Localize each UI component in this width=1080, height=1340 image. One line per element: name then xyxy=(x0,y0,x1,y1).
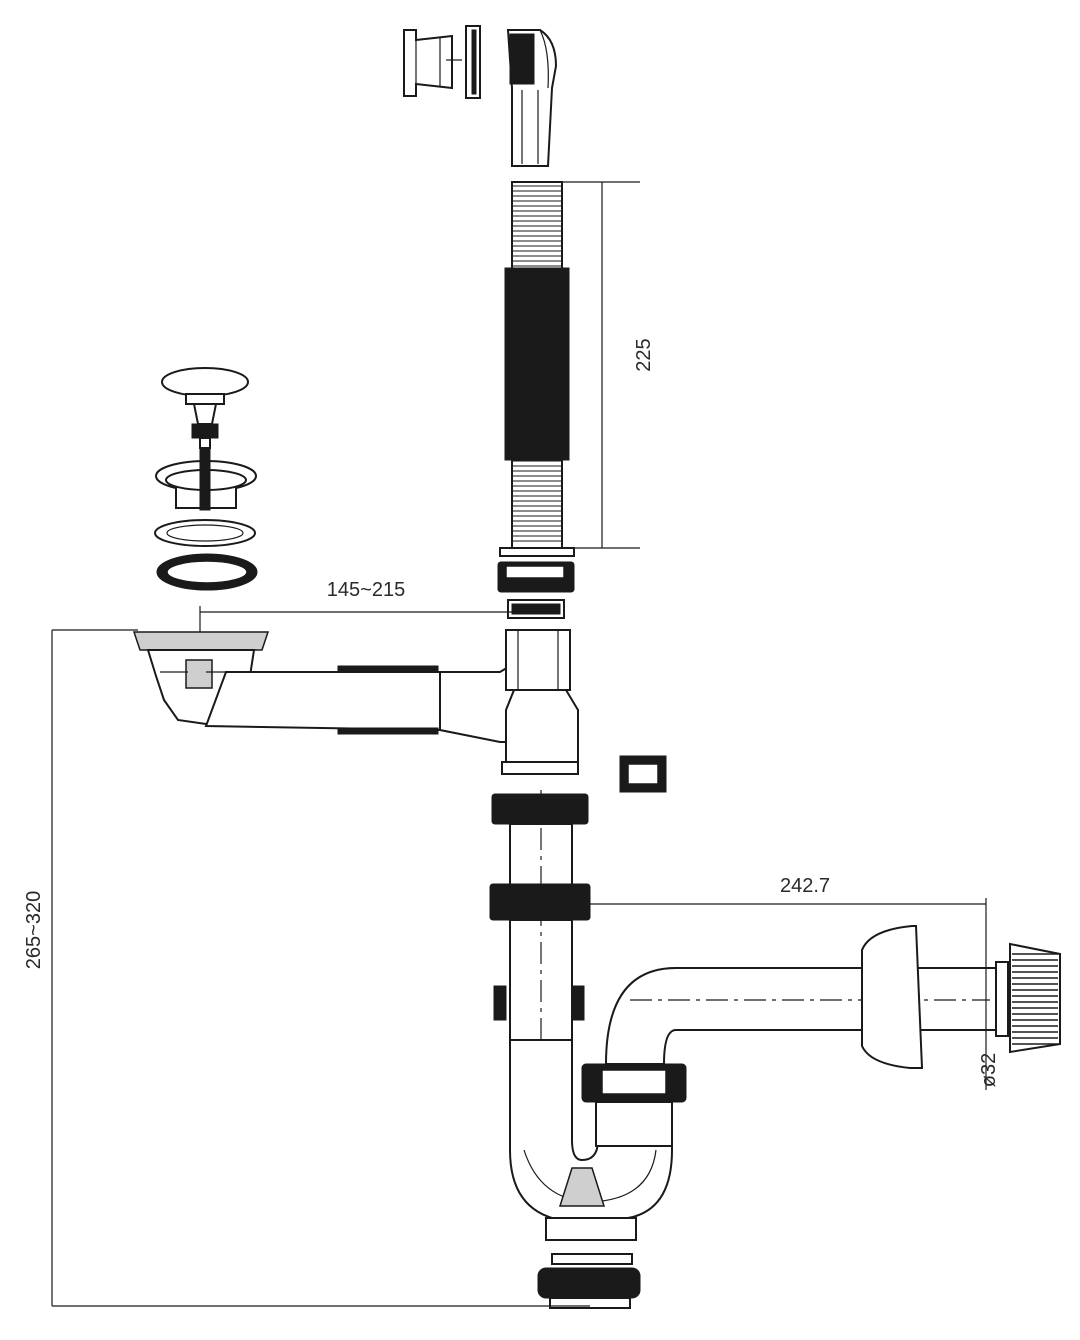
elbow-connector-part xyxy=(506,29,558,167)
wall-nut-part xyxy=(403,29,462,97)
sink-washer-part xyxy=(156,553,258,591)
strainer-basket-part xyxy=(155,447,257,511)
total-height-label: 265~320 xyxy=(23,891,45,969)
outlet-length-label: 242.7 xyxy=(780,875,830,897)
hose-dimension xyxy=(562,181,640,549)
hose-nut-part xyxy=(497,561,575,619)
trap-bottom-cap xyxy=(537,1217,641,1309)
arm-length-label: 145~215 xyxy=(327,579,405,601)
trap-outlet-nut xyxy=(581,1063,687,1147)
small-square-washer xyxy=(619,755,667,793)
sink-gasket-part xyxy=(154,519,256,547)
wall-gasket-part xyxy=(465,25,481,99)
horizontal-arm-pipe xyxy=(204,658,521,743)
height-dimension xyxy=(51,629,590,1307)
plug-cap-part xyxy=(161,367,249,449)
horizontal-outlet-pipe xyxy=(604,925,997,1069)
hose-length-label: 225 xyxy=(633,338,655,371)
upper-vertical-connector xyxy=(501,629,579,775)
outlet-diameter-label: ø32 xyxy=(978,1053,1000,1087)
corrugated-hose xyxy=(499,181,575,557)
outlet-dimension xyxy=(536,898,987,1090)
wall-flange-ribbed xyxy=(995,942,1061,1054)
